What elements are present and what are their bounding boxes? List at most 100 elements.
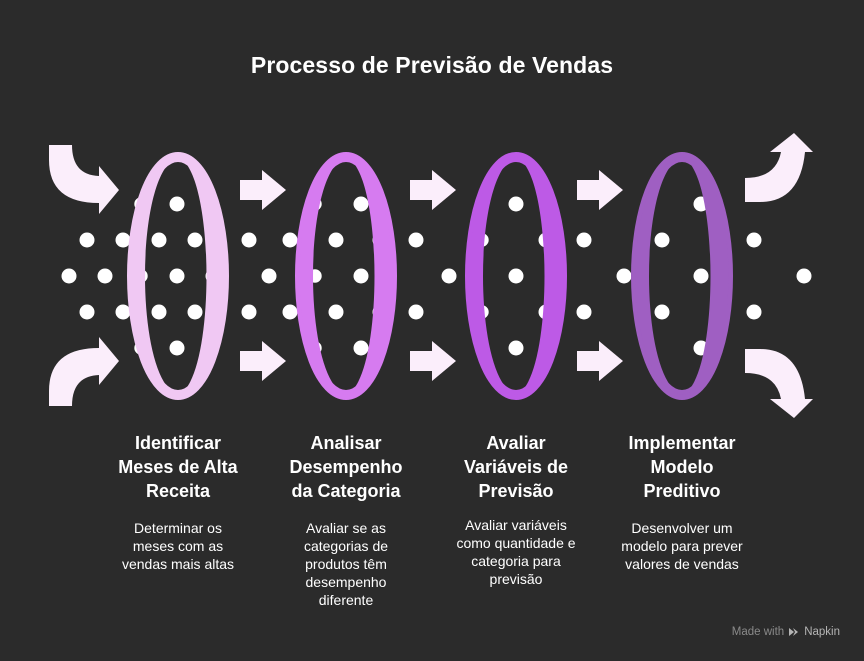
ring-right-band: [516, 157, 563, 395]
stage-title-line: Variáveis de: [463, 457, 569, 477]
particle-dot: [654, 232, 670, 248]
stage-description-line: produtos têm: [305, 556, 387, 572]
particle-dot: [746, 232, 762, 248]
particle-dot: [693, 268, 709, 284]
particle-dot: [115, 232, 131, 248]
flow-arrow: [577, 341, 623, 381]
ring-right-band: [346, 157, 393, 395]
particle-dot: [796, 268, 812, 284]
flow-arrow: [410, 341, 456, 381]
input-arrow-bottom: [49, 337, 119, 406]
stage-description-line: categoria para: [471, 553, 561, 569]
particle-dot: [261, 268, 277, 284]
particle-dot: [169, 340, 185, 356]
stage-description-line: categorias de: [303, 538, 389, 554]
stage-title-line: Modelo: [650, 457, 714, 477]
stage-description-line: como quantidade e: [456, 535, 576, 551]
stage-description-line: valores de vendas: [625, 556, 739, 572]
ring-right-band: [682, 157, 729, 395]
particle-dot: [187, 232, 203, 248]
napkin-name: Napkin: [804, 626, 840, 638]
stage-title-line: Implementar: [628, 433, 736, 453]
particle-dot: [115, 304, 131, 320]
flow-arrows: [49, 133, 813, 418]
particle-dot: [169, 196, 185, 212]
ring-3: [465, 152, 567, 400]
stage-title-line: Meses de Alta: [118, 457, 238, 477]
ring-left-band: [131, 157, 178, 395]
stage-title-line: Avaliar: [486, 433, 546, 453]
ring-right-band: [178, 157, 225, 395]
stage-description-line: previsão: [489, 571, 543, 587]
particle-dot: [353, 268, 369, 284]
stage-description-line: Desenvolver um: [631, 520, 733, 536]
flow-arrow: [577, 170, 623, 210]
ring-2: [295, 152, 397, 400]
stage-title-line: Analisar: [310, 433, 382, 453]
particle-dot: [654, 304, 670, 320]
particle-dot: [328, 304, 344, 320]
stage-3-description: Avaliar variáveis como quantidade e catego…: [441, 516, 591, 588]
output-arrow-up: [745, 133, 813, 202]
particle-dot: [508, 340, 524, 356]
stage-description-line: Avaliar se as: [306, 520, 386, 536]
stage-title-line: Preditivo: [643, 481, 721, 501]
stage-title-line: Desempenho: [289, 457, 403, 477]
particle-dot: [508, 268, 524, 284]
stage-description-line: Avaliar variáveis: [465, 517, 567, 533]
stage-description-line: meses com as: [132, 538, 224, 554]
particle-dot: [282, 232, 298, 248]
particle-dot: [353, 196, 369, 212]
ring-4: [631, 152, 733, 400]
particle-dot: [576, 304, 592, 320]
input-arrow-top: [49, 145, 119, 214]
ring-left-band: [299, 157, 346, 395]
particle-dot: [408, 304, 424, 320]
ring-left-band: [469, 157, 516, 395]
particle-dots: [61, 195, 812, 357]
particle-dot: [241, 232, 257, 248]
process-rings: [127, 152, 733, 400]
particle-dot: [97, 268, 113, 284]
particle-dot: [441, 268, 457, 284]
particle-dot: [151, 304, 167, 320]
stage-title-line: Receita: [145, 481, 211, 501]
particle-dot: [187, 304, 203, 320]
particle-dot: [282, 304, 298, 320]
particle-dot: [353, 340, 369, 356]
output-arrow-down: [745, 349, 813, 418]
ring-1: [127, 152, 229, 400]
ring-left-band: [635, 157, 682, 395]
flow-arrow: [410, 170, 456, 210]
made-with-text: Made with: [731, 626, 785, 638]
particle-dot: [508, 196, 524, 212]
particle-dot: [151, 232, 167, 248]
particle-dot: [79, 232, 95, 248]
particle-dot: [328, 232, 344, 248]
particle-dot: [408, 232, 424, 248]
particle-dot: [169, 268, 185, 284]
particle-dot: [746, 304, 762, 320]
particle-dot: [576, 232, 592, 248]
stage-4-description: Desenvolver um modelo para prever valores …: [607, 519, 757, 573]
flow-arrow: [240, 170, 286, 210]
napkin-logo-icon: [789, 628, 799, 636]
stage-description-line: diferente: [318, 592, 374, 608]
particle-dot: [241, 304, 257, 320]
stage-description-line: Determinar os: [134, 520, 222, 536]
particle-dot: [616, 268, 632, 284]
stage-description-line: modelo para prever: [621, 538, 743, 554]
stage-title-line: Previsão: [478, 481, 554, 501]
flow-arrow: [240, 341, 286, 381]
particle-dot: [61, 268, 77, 284]
stage-title-line: Identificar: [134, 433, 222, 453]
napkin-branding: Made with Napkin: [732, 626, 840, 638]
diagram-title: Processo de Previsão de Vendas: [250, 52, 614, 78]
